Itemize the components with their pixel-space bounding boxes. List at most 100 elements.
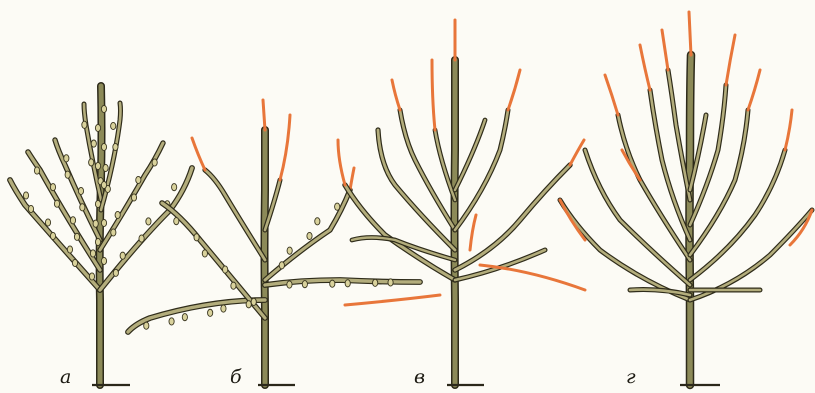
scaffold-branch [560, 200, 690, 300]
bud [373, 279, 378, 286]
bud [50, 232, 55, 239]
label-tree-b: б [230, 366, 242, 388]
young-shoot [432, 60, 435, 130]
bud [231, 282, 236, 289]
bud [72, 259, 77, 266]
bud [169, 318, 174, 325]
bud [65, 171, 70, 178]
bud [279, 262, 284, 269]
scaffold-branch [455, 165, 570, 270]
label-tree-g: г [626, 366, 636, 388]
bud [335, 203, 340, 210]
bud [82, 121, 87, 128]
bud [101, 257, 106, 264]
bud [74, 233, 79, 240]
bud [67, 246, 72, 253]
scaffold-branch-outline [560, 200, 690, 300]
bud [182, 314, 187, 321]
bud [113, 269, 118, 276]
young-shoot [392, 80, 400, 110]
bud [103, 164, 108, 171]
label-tree-a: а [60, 366, 71, 388]
bud [251, 298, 256, 305]
bud [146, 218, 151, 225]
tree-b-drawing [128, 100, 420, 385]
bud [115, 211, 120, 218]
bud [91, 140, 96, 147]
bud [101, 181, 106, 188]
bud [223, 266, 228, 273]
bud [101, 105, 106, 112]
bud [208, 309, 213, 316]
bud [28, 205, 33, 212]
young-shoot [263, 100, 265, 130]
bud [23, 192, 28, 199]
young-shoot [560, 200, 585, 240]
bud [388, 279, 393, 286]
bud [64, 155, 69, 162]
bud [221, 305, 226, 312]
bud [101, 143, 106, 150]
bud [95, 162, 100, 169]
young-shoot [508, 70, 520, 110]
bud [45, 219, 50, 226]
bud [246, 301, 251, 308]
trunk [455, 60, 456, 385]
young-shoot [350, 168, 354, 190]
young-shoot [748, 70, 760, 110]
bud [89, 159, 94, 166]
young-shoot [640, 45, 650, 90]
young-shoot [345, 295, 440, 305]
bud [131, 194, 136, 201]
bud [194, 234, 199, 241]
bud [174, 218, 179, 225]
bud [287, 281, 292, 288]
young-shoot [570, 140, 584, 165]
tree-g-drawing [560, 12, 812, 385]
bud [50, 184, 55, 191]
bud [80, 204, 85, 211]
bud [172, 184, 177, 191]
bud [90, 250, 95, 257]
bud [111, 229, 116, 236]
young-shoot [605, 75, 618, 115]
label-tree-v: в [414, 366, 425, 388]
bud [78, 187, 83, 194]
tree-v-drawing [338, 20, 585, 385]
bud [136, 176, 141, 183]
bud [54, 200, 59, 207]
bud [89, 273, 94, 280]
young-shoot [726, 35, 735, 85]
young-shoot [192, 138, 205, 170]
bud [95, 200, 100, 207]
bud [113, 143, 118, 150]
bud [139, 235, 144, 242]
bud [330, 280, 335, 287]
bud [93, 220, 98, 227]
bud [144, 322, 149, 329]
scaffold-branch [378, 130, 455, 250]
young-shoot [689, 12, 691, 55]
young-shoot [280, 115, 290, 180]
young-shoot [662, 30, 668, 70]
young-shoot [470, 215, 476, 250]
bud [70, 217, 75, 224]
bud [101, 219, 106, 226]
bud [95, 124, 100, 131]
bud [111, 122, 116, 129]
tree-a-drawing [10, 86, 192, 385]
bud [120, 252, 125, 259]
bud [307, 232, 312, 239]
young-shoot [785, 110, 792, 150]
bud [302, 281, 307, 288]
bud [34, 167, 39, 174]
bud [287, 247, 292, 254]
bud [152, 159, 157, 166]
bud [315, 218, 320, 225]
bud [345, 280, 350, 287]
scaffold-branch-outline [378, 130, 455, 250]
bud [95, 238, 100, 245]
bud [202, 250, 207, 257]
